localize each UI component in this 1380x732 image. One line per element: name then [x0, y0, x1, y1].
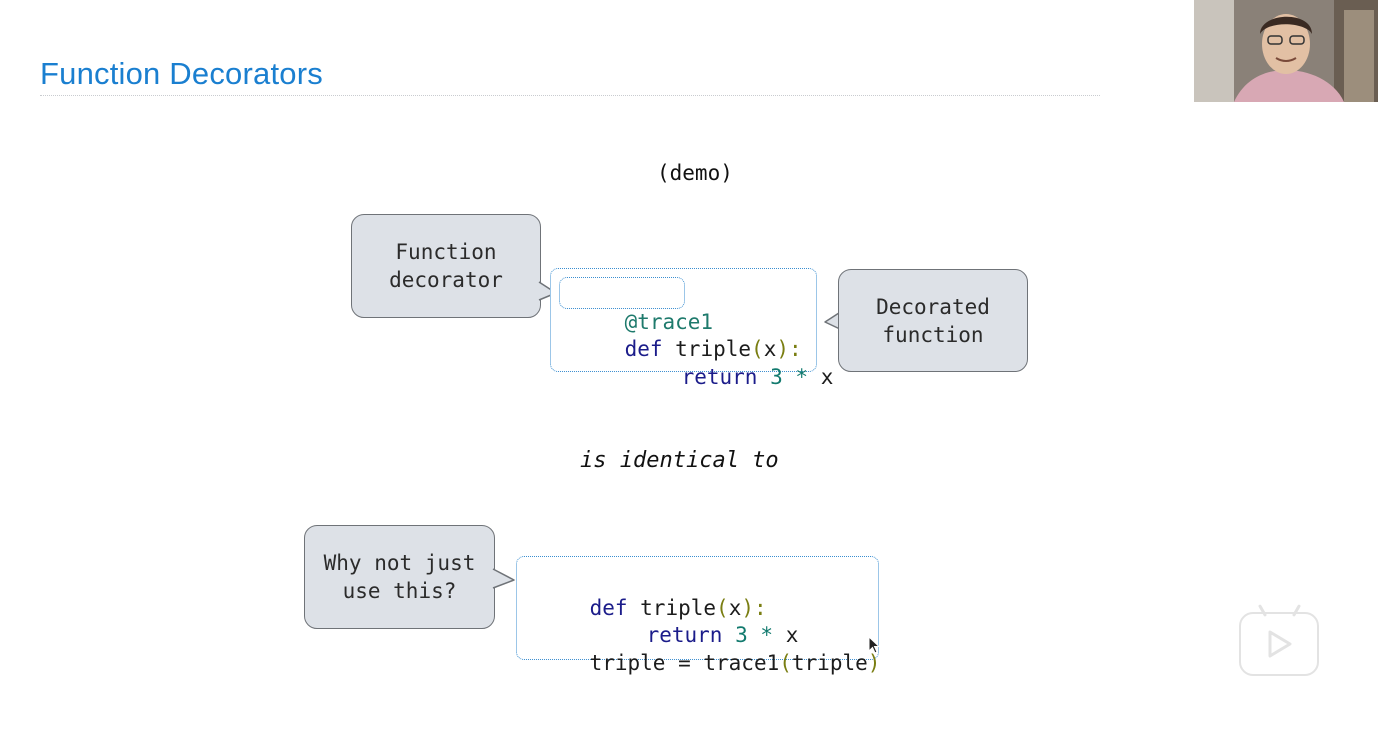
open-paren: (	[779, 651, 792, 675]
close-paren: )	[741, 596, 754, 620]
colon: :	[789, 337, 802, 361]
param-x: x	[763, 337, 777, 361]
why-not-text: Why not just use this?	[323, 551, 476, 603]
multiply-operator: *	[760, 623, 774, 647]
function-decorator-callout: Function decorator	[351, 214, 541, 318]
def-keyword: def	[624, 337, 663, 361]
return-keyword: return	[681, 365, 758, 389]
def-keyword: def	[589, 596, 628, 620]
multiply-operator: *	[795, 365, 809, 389]
decorator-highlight	[559, 277, 685, 309]
close-paren: )	[776, 337, 789, 361]
function-decorator-text: Function decorator	[389, 240, 503, 292]
assign-target: triple = trace1	[589, 651, 780, 675]
function-name: triple	[627, 596, 717, 620]
code-line-def: def triple(x):	[574, 307, 802, 391]
open-paren: (	[751, 337, 764, 361]
equivalent-code-block: def triple(x): return 3 * x triple = tra…	[516, 556, 880, 675]
title-divider	[40, 95, 1100, 96]
presenter-webcam	[1194, 0, 1378, 102]
why-not-callout-tail	[492, 568, 515, 589]
code-line-return: return 3 * x	[631, 335, 834, 419]
code-line-decorator: @trace1	[574, 280, 714, 364]
var-x: x	[820, 365, 834, 389]
function-name: triple	[662, 337, 752, 361]
demo-label: (demo)	[657, 161, 733, 185]
var-x: x	[785, 623, 799, 647]
return-keyword: return	[646, 623, 723, 647]
identical-label: is identical to	[580, 448, 779, 473]
code-line-def: def triple(x):	[539, 566, 767, 650]
open-paren: (	[716, 596, 729, 620]
play-icon[interactable]	[1239, 604, 1319, 676]
assign-arg: triple	[791, 651, 868, 675]
code-line-assign: triple = trace1(triple)	[539, 621, 881, 705]
decorated-function-text: Decorated function	[876, 294, 990, 347]
close-paren: )	[867, 651, 881, 675]
decorated-function-callout: Decorated function	[838, 269, 1028, 372]
mouse-pointer-icon	[868, 636, 880, 654]
code-line-return: return 3 * x	[596, 593, 799, 677]
decorator-token: @trace1	[624, 310, 714, 334]
colon: :	[754, 596, 767, 620]
decorated-function-callout-tail	[824, 310, 843, 331]
param-x: x	[728, 596, 742, 620]
slide-title: Function Decorators	[40, 56, 323, 91]
presenter-video-icon	[1194, 0, 1378, 102]
why-not-callout: Why not just use this?	[304, 525, 495, 629]
decorated-code-block: @trace1 def triple(x): return 3 * x	[550, 268, 833, 389]
number-3: 3	[735, 623, 748, 647]
number-3: 3	[770, 365, 783, 389]
play-triangle-icon	[1268, 630, 1292, 658]
